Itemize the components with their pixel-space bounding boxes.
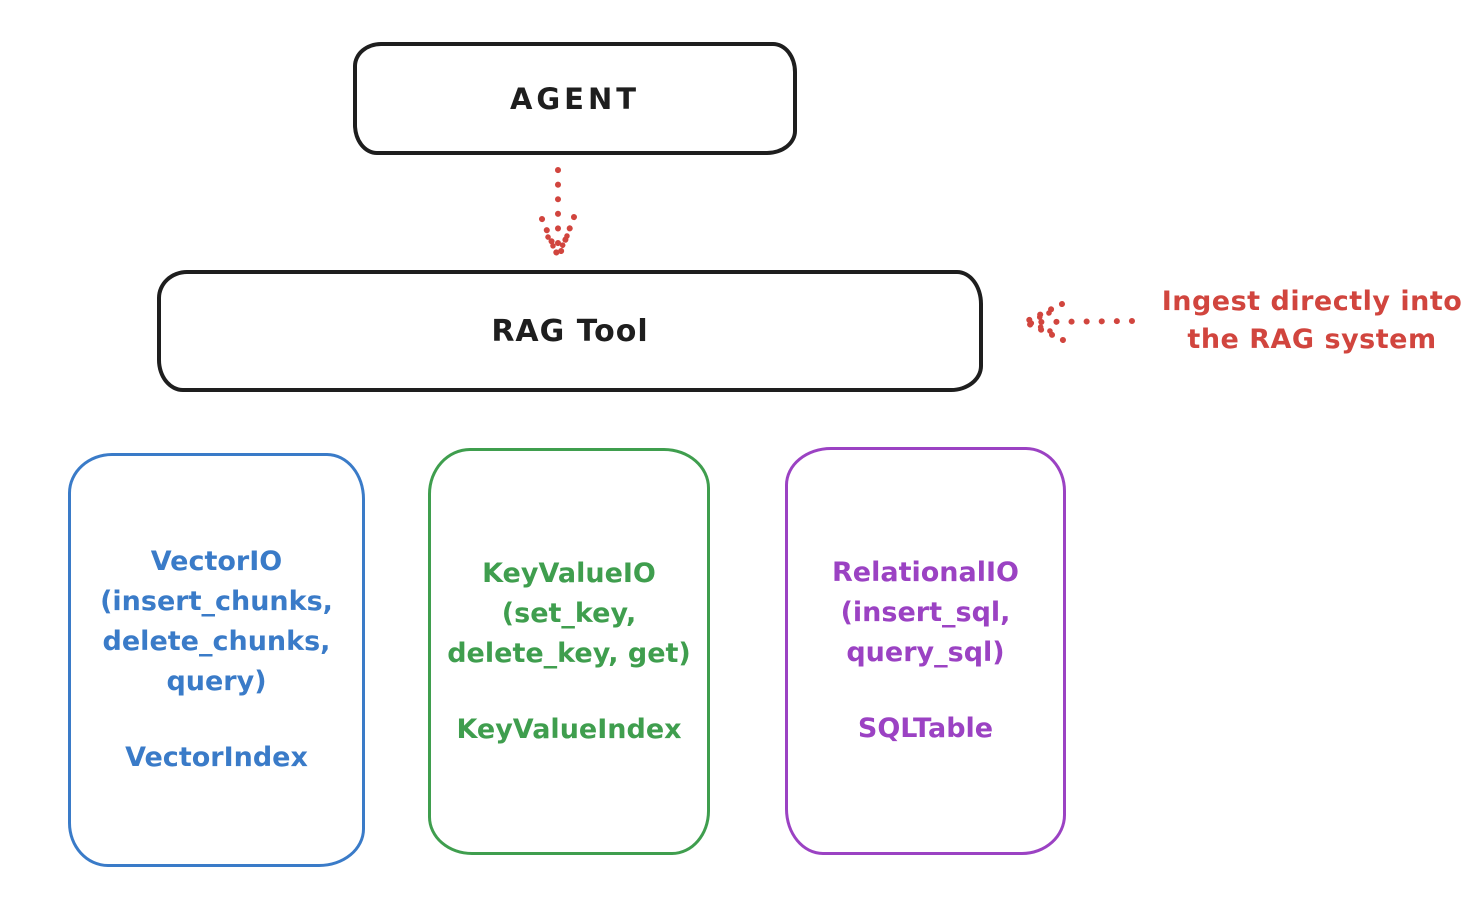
vector-io-methods-line-2: delete_chunks, xyxy=(102,626,331,657)
agent-to-rag-dotted-arrow-icon xyxy=(539,167,577,257)
ingest-dotted-arrow-icon xyxy=(1024,301,1135,343)
vector-io-node: VectorIO (insert_chunks, delete_chunks, … xyxy=(68,453,365,867)
vector-index-label: VectorIndex xyxy=(125,742,308,773)
relational-io-methods-line-2: query_sql) xyxy=(846,637,1005,668)
sql-table-label: SQLTable xyxy=(857,713,994,744)
ingest-annotation-line-2: the RAG system xyxy=(1187,324,1437,355)
vector-io-methods-line-1: (insert_chunks, xyxy=(100,586,333,617)
ingest-annotation-line-1: Ingest directly into xyxy=(1161,286,1463,317)
ingest-annotation: Ingest directly into the RAG system xyxy=(1140,283,1484,359)
key-value-io-methods-line-2: delete_key, get) xyxy=(447,637,691,669)
relational-io-title: RelationalIO xyxy=(832,557,1019,588)
key-value-index-label: KeyValueIndex xyxy=(456,713,682,745)
agent-node: AGENT xyxy=(353,42,797,155)
vector-io-methods-line-3: query) xyxy=(166,666,267,697)
rag-tool-node: RAG Tool xyxy=(157,270,983,392)
relational-io-methods-line-1: (insert_sql, xyxy=(840,597,1011,628)
key-value-io-node: KeyValueIO (set_key, delete_key, get) Ke… xyxy=(428,448,710,855)
vector-io-title: VectorIO xyxy=(150,546,283,577)
rag-tool-label: RAG Tool xyxy=(491,313,649,349)
relational-io-node: RelationalIO (insert_sql, query_sql) SQL… xyxy=(785,447,1066,855)
key-value-io-title: KeyValueIO xyxy=(482,557,656,589)
agent-label: AGENT xyxy=(509,81,641,116)
key-value-io-methods-line-1: (set_key, xyxy=(501,597,637,629)
